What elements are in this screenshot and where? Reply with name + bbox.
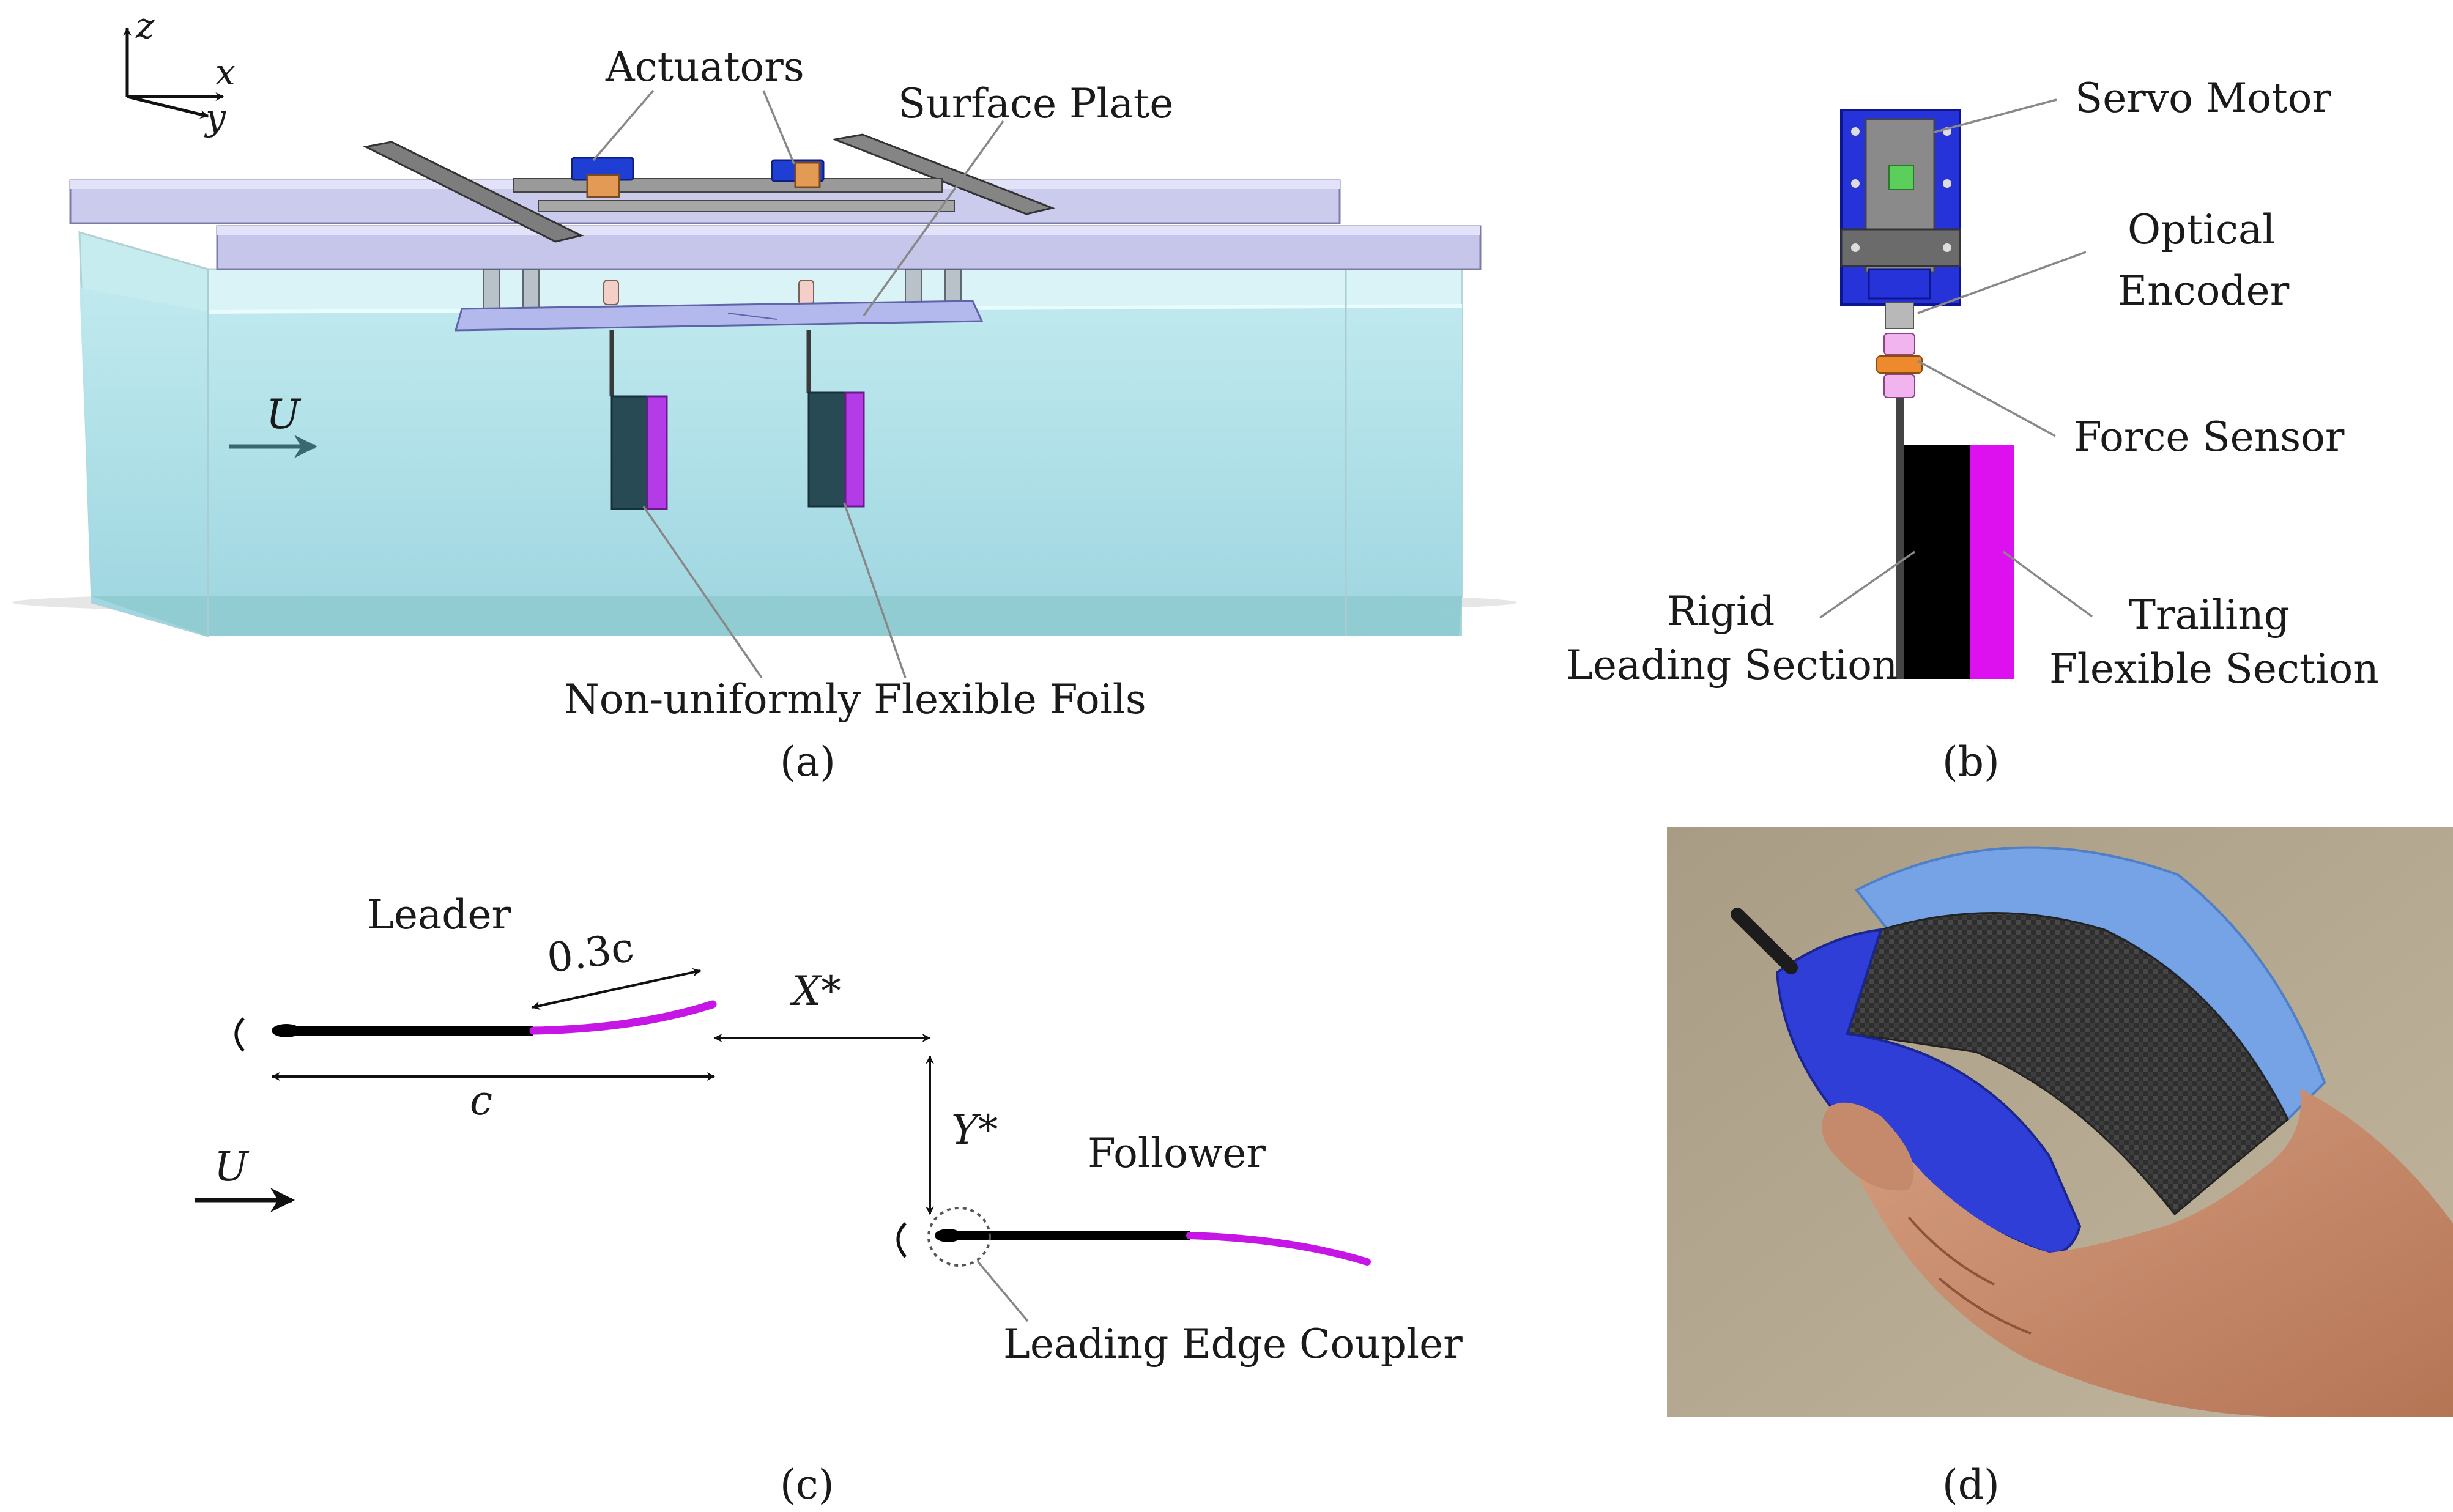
label-force-sensor: Force Sensor xyxy=(2074,413,2345,461)
leader-rigid xyxy=(1819,550,1916,619)
leader-pitch-arrow xyxy=(234,1017,245,1052)
label-rigid: Rigid xyxy=(1667,588,1775,635)
frame-bar xyxy=(513,178,943,193)
label-optical: Optical xyxy=(2128,206,2275,253)
rail-front-flange xyxy=(217,226,1480,235)
foil-2-rigid xyxy=(807,391,847,508)
leader-trailing xyxy=(2002,550,2093,618)
flow-label-c: U xyxy=(214,1143,250,1190)
leader-actuator-1 xyxy=(592,89,655,161)
label-flexible-section: Flexible Section xyxy=(2049,645,2379,692)
follower-pitch-arrow xyxy=(896,1222,907,1258)
bolt xyxy=(1851,179,1860,188)
force-sensor-top xyxy=(1883,333,1915,355)
shaft-coupler xyxy=(603,280,619,305)
panel-d: (d) xyxy=(1667,827,2453,1508)
surface-plate-seam xyxy=(727,313,777,320)
label-encoder: Encoder xyxy=(2118,267,2290,314)
leader-foil-1 xyxy=(642,506,763,678)
foil-shaft-b xyxy=(1896,398,1904,679)
actuator-2-motor xyxy=(794,161,821,188)
leader-foil-2 xyxy=(843,502,907,678)
follower-foil-flexible xyxy=(1186,1232,1371,1266)
label-coupler: Leading Edge Coupler xyxy=(1003,1321,1463,1368)
frame-extrusion-right xyxy=(831,133,1056,215)
bolt xyxy=(1851,127,1860,136)
label-foils: Non-uniformly Flexible Foils xyxy=(564,676,1146,723)
leader-foil-flexible xyxy=(529,1000,717,1035)
leader-surface-plate xyxy=(863,120,1004,317)
surface-plate xyxy=(455,300,984,332)
panel-a: U z x y Actuators Surface Plate Non-unif… xyxy=(12,5,1517,785)
axis-y-label: y xyxy=(204,97,226,138)
caption-a: (a) xyxy=(780,738,836,785)
label-0.3c: 0.3c xyxy=(544,924,637,982)
foil-2-flexible xyxy=(844,391,865,508)
label-y-gap: Y* xyxy=(951,1106,998,1154)
label-follower: Follower xyxy=(1088,1130,1266,1177)
leader-encoder xyxy=(1917,251,2087,314)
encoder-window xyxy=(1868,268,1931,300)
bolt xyxy=(1943,243,1951,252)
caption-d: (d) xyxy=(1942,1461,2000,1508)
caption-b: (b) xyxy=(1942,738,2000,785)
bolt xyxy=(1943,179,1951,188)
force-sensor-ring xyxy=(1876,355,1923,374)
photo-thumb xyxy=(1822,1102,1914,1191)
bolt xyxy=(1851,243,1860,252)
label-chord: c xyxy=(470,1077,492,1124)
leader-coupler xyxy=(976,1260,1029,1322)
axis-x-label: x xyxy=(215,51,236,93)
encoder-hub xyxy=(1885,302,1914,329)
rigid-section-b xyxy=(1904,445,1970,679)
label-leading-section: Leading Section xyxy=(1566,642,1898,689)
foil-1-rigid xyxy=(610,395,648,510)
leader-servo xyxy=(1934,98,2057,133)
frame-bar xyxy=(538,200,955,212)
flexible-section-b xyxy=(1970,445,2014,679)
leader-force-sensor xyxy=(1917,360,2056,437)
panel-c: U Leader 0.3c X* c Y* Follower Leading E… xyxy=(195,891,1463,1508)
label-trailing: Trailing xyxy=(2129,591,2290,639)
axis-z-label: z xyxy=(135,5,155,46)
label-leader: Leader xyxy=(367,891,511,938)
foil-1-flexible xyxy=(646,395,668,510)
photo-rod xyxy=(1731,908,1798,974)
force-sensor-bottom xyxy=(1883,374,1915,398)
servo-chip xyxy=(1888,165,1914,190)
label-x-gap: X* xyxy=(789,968,841,1015)
label-surface-plate: Surface Plate xyxy=(898,80,1174,127)
label-servo-motor: Servo Motor xyxy=(2075,75,2331,122)
photo-finger-lines xyxy=(1907,1216,2032,1335)
encoder-plate xyxy=(1840,228,1961,267)
photo-carbon-section xyxy=(1846,912,2289,1216)
panel-b: Servo Motor Optical Encoder Force Sensor… xyxy=(1566,75,2379,785)
frame-extrusion-left xyxy=(363,141,584,243)
actuator-1-motor xyxy=(586,174,620,198)
flow-label-a: U xyxy=(266,391,302,438)
tank-bottom xyxy=(92,596,1462,636)
photo-blue-coupler xyxy=(1775,928,2082,1254)
axis-y-arrow xyxy=(127,95,209,119)
coupler-circle xyxy=(927,1207,991,1267)
water xyxy=(80,287,1462,636)
dim-0.3c xyxy=(531,968,702,1010)
caption-c: (c) xyxy=(780,1461,834,1508)
photo-hand xyxy=(1854,1089,2453,1417)
leader-actuator-2 xyxy=(762,90,795,165)
shaft-coupler xyxy=(798,280,814,305)
label-actuators: Actuators xyxy=(605,43,804,91)
